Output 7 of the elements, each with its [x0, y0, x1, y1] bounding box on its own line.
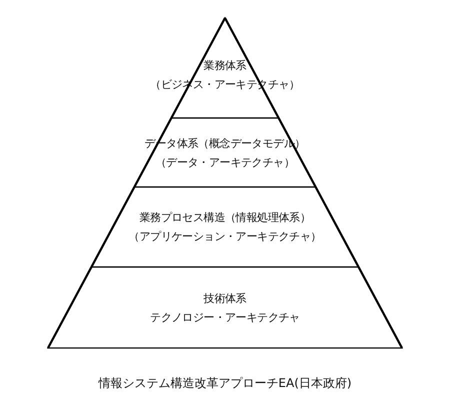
tier-subheading: テクノロジー・アーキテクチャ [150, 310, 300, 326]
tier-subheading: （データ・アーキテクチャ） [155, 154, 295, 170]
tier-heading: 業務体系 [204, 58, 246, 74]
tier-heading: 業務プロセス構造（情報処理体系） [139, 210, 311, 226]
tier-subheading: （アプリケーション・アーキテクチャ） [128, 229, 322, 245]
tier-heading: 技術体系 [204, 290, 246, 306]
caption: 情報システム構造改革アプローチEA(日本政府) [98, 376, 352, 390]
